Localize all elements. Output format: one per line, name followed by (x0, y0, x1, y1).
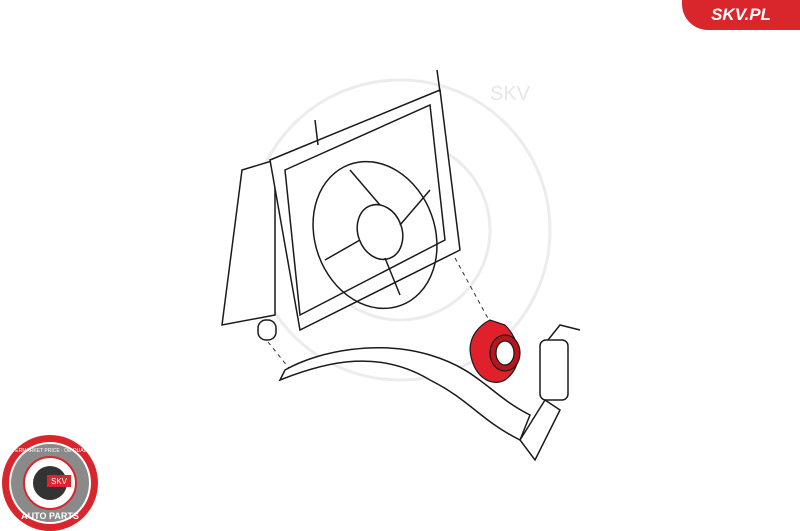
radiator (221, 69, 461, 341)
lower-hose (278, 324, 581, 462)
brand-badge[interactable]: SKV.PL (682, 0, 800, 30)
logo-top-text: AFTERMARKET PRICE · OE QUALITY (6, 448, 95, 454)
logo-bottom-text: AUTO PARTS (21, 511, 79, 521)
watermark-text: SKV (490, 83, 531, 105)
skv-auto-parts-logo: SKV AFTERMARKET PRICE · OE QUALITY AUTO … (2, 435, 98, 531)
highlighted-hose-part (469, 319, 521, 383)
logo-center-text: SKV (51, 477, 68, 486)
fan (312, 160, 438, 310)
guide-lines (267, 257, 491, 373)
